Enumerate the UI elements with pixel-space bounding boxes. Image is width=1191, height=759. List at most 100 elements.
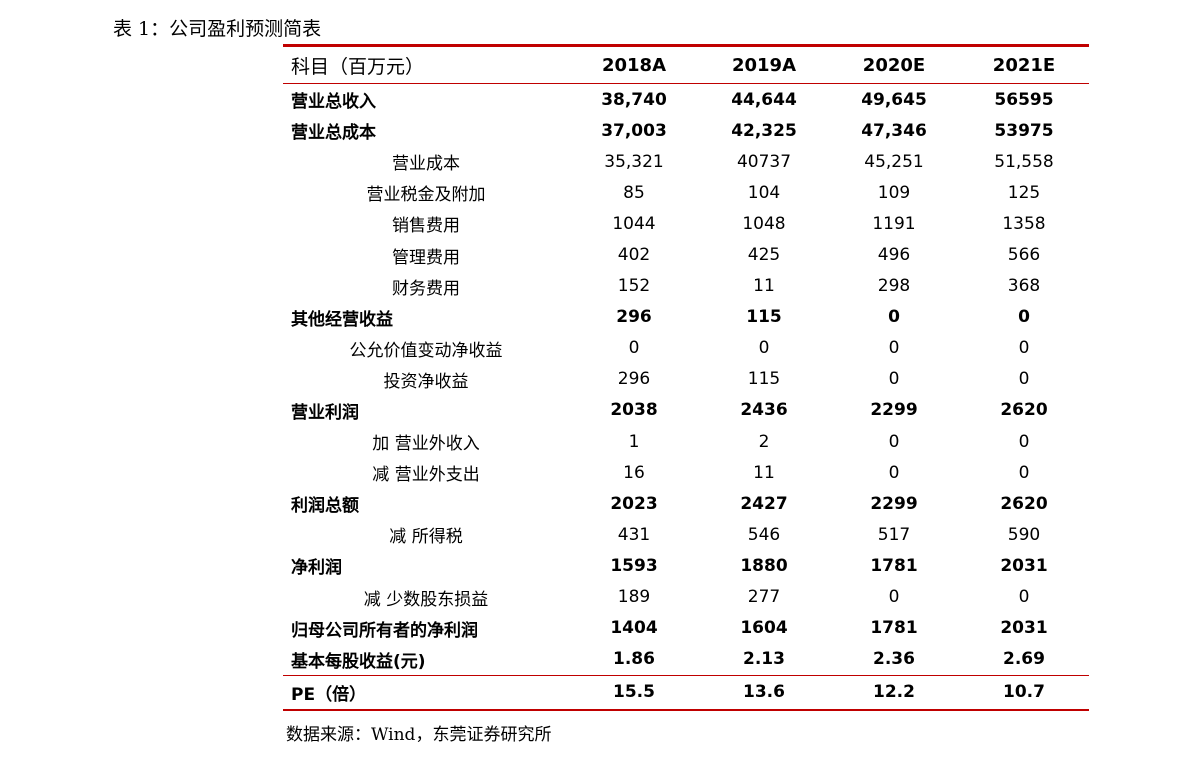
row-label: 营业利润 (291, 402, 359, 423)
row-value: 11 (753, 276, 775, 297)
row-value: 546 (747, 524, 781, 545)
row-value: 12.2 (829, 674, 959, 711)
row-value: 2.13 (743, 649, 785, 670)
row-label: 销售费用 (392, 216, 460, 237)
row-value: 277 (747, 587, 781, 608)
row-label: 基本每股收益(元) (291, 651, 426, 672)
row-value: 1593 (610, 555, 658, 576)
row-label: 归母公司所有者的净利润 (291, 620, 478, 641)
row-value: 2427 (740, 493, 788, 514)
row-value: 425 (747, 245, 781, 266)
table-row: 财务费用 152 11 298 368 (283, 271, 1089, 302)
row-label: 加 营业外收入 (372, 434, 480, 455)
row-value: 115 (747, 369, 781, 390)
row-value: 42,325 (731, 120, 797, 141)
header-year: 2018A (569, 47, 699, 84)
row-label: 投资净收益 (383, 371, 469, 392)
row-value: 56595 (994, 89, 1054, 110)
header-year: 2021E (959, 47, 1089, 84)
row-label: 财务费用 (392, 278, 460, 299)
header-year: 2020E (829, 47, 959, 84)
row-value: 1880 (740, 555, 788, 576)
row-value: 590 (1007, 524, 1041, 545)
row-value: 517 (877, 524, 911, 545)
row-value: 40737 (736, 151, 792, 172)
row-label: 减 营业外支出 (372, 465, 480, 486)
row-value: 0 (888, 307, 900, 328)
row-value: 1.86 (613, 649, 655, 670)
table-header-row: 科目（百万元） 2018A 2019A 2020E 2021E (283, 47, 1089, 84)
row-value: 0 (888, 338, 900, 359)
row-label: 其他经营收益 (291, 309, 393, 330)
table-top-rule (283, 44, 1089, 47)
row-value: 1404 (610, 618, 658, 639)
row-value: 496 (877, 245, 911, 266)
row-label: 营业总收入 (291, 92, 376, 113)
row-label: 利润总额 (291, 496, 359, 517)
table-caption: 表 1：公司盈利预测简表 (113, 18, 322, 40)
row-value: 15.5 (569, 674, 699, 711)
row-label: 减 所得税 (389, 527, 463, 548)
row-value: 2620 (1000, 400, 1048, 421)
header-year: 2019A (699, 47, 829, 84)
row-value: 37,003 (601, 120, 667, 141)
row-value: 298 (877, 276, 911, 297)
row-value: 2299 (870, 400, 918, 421)
row-value: 1781 (870, 555, 918, 576)
row-value: 44,644 (731, 89, 797, 110)
row-value: 402 (617, 245, 651, 266)
row-value: 1048 (742, 213, 786, 234)
row-value: 0 (1018, 587, 1030, 608)
row-value: 189 (617, 587, 651, 608)
row-value: 1781 (870, 618, 918, 639)
row-value: 2031 (1000, 618, 1048, 639)
row-value: 85 (623, 182, 645, 203)
table-row: 减 所得税 431 546 517 590 (283, 519, 1089, 550)
row-value: 152 (617, 276, 651, 297)
row-value: 0 (1018, 369, 1030, 390)
row-value: 566 (1007, 245, 1041, 266)
row-value: 2038 (610, 400, 658, 421)
row-value: 0 (888, 462, 900, 483)
row-value: 0 (1018, 307, 1030, 328)
row-value: 0 (888, 587, 900, 608)
row-value: 109 (877, 182, 911, 203)
table-row: 减 少数股东损益 189 277 0 0 (283, 582, 1089, 613)
row-value: 16 (623, 462, 645, 483)
row-value: 431 (617, 524, 651, 545)
row-value: 296 (616, 307, 652, 328)
row-label: 净利润 (291, 558, 342, 579)
row-value: 49,645 (861, 89, 927, 110)
row-value: 0 (1018, 462, 1030, 483)
table-row: 营业税金及附加 85 104 109 125 (283, 177, 1089, 208)
row-value: 104 (747, 182, 781, 203)
row-value: 51,558 (994, 151, 1054, 172)
row-value: 125 (1007, 182, 1041, 203)
row-value: 13.6 (699, 674, 829, 711)
table-row: 净利润 1593 1880 1781 2031 (283, 550, 1089, 581)
row-value: 368 (1007, 276, 1041, 297)
table-row: 管理费用 402 425 496 566 (283, 239, 1089, 270)
row-label: 管理费用 (392, 247, 460, 268)
row-value: 1358 (1002, 213, 1046, 234)
row-value: 10.7 (959, 674, 1089, 711)
row-label: 减 少数股东损益 (363, 589, 489, 610)
row-value: 1 (628, 431, 640, 452)
row-value: 1191 (872, 213, 916, 234)
row-value: 2620 (1000, 493, 1048, 514)
row-value: 0 (1018, 338, 1030, 359)
row-label: 营业税金及附加 (366, 185, 486, 206)
row-value: 2031 (1000, 555, 1048, 576)
row-label: 营业总成本 (291, 123, 376, 144)
row-value: 47,346 (861, 120, 927, 141)
row-value: 2.36 (873, 649, 915, 670)
